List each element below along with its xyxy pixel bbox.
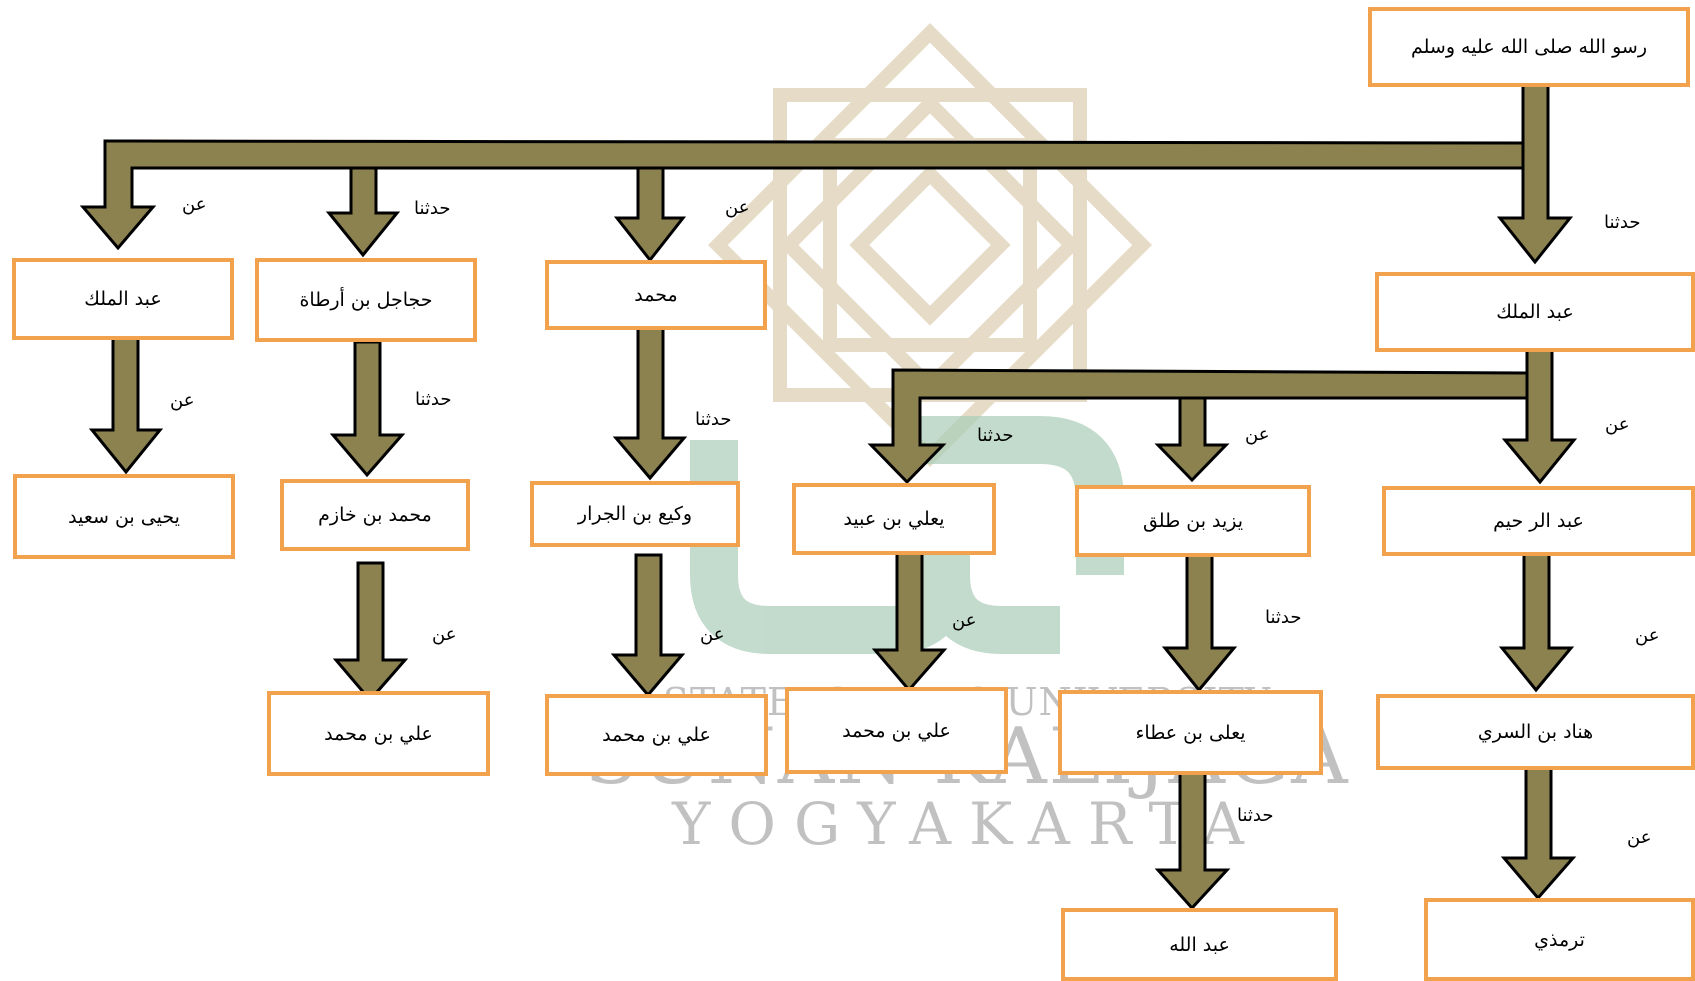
node-ali-muhammad-1: علي بن محمد: [267, 691, 490, 776]
middle-bus-arrow: [867, 368, 1532, 485]
node-hannad: هناد بن السري: [1376, 694, 1695, 770]
label-muhammad-an: عن: [725, 197, 750, 218]
label-yahya-an: عن: [170, 390, 195, 411]
arrow-to-muhammad: [613, 166, 687, 263]
label-abdrahim-an: عن: [1605, 414, 1630, 435]
node-ali-muhammad-3: علي بن محمد: [785, 687, 1008, 774]
label-ali1-an: عن: [432, 624, 457, 645]
node-abd-malik-main-text: عبد الملك: [1496, 301, 1574, 323]
node-yala-ubaid-text: يعلي بن عبيد: [843, 508, 945, 530]
node-ali-muhammad-3-text: علي بن محمد: [842, 719, 951, 742]
node-abd-malik-main: عبد الملك: [1375, 272, 1695, 352]
label-waki-haddathana: حدثنا: [695, 409, 732, 430]
node-prophet: رسو الله صلى الله عليه وسلم: [1368, 7, 1690, 87]
arrow-to-yalaata: [1161, 553, 1238, 693]
arrow-prophet-to-abdmalik: [1496, 80, 1574, 265]
node-yazid-talq-text: يزيد بن طلق: [1142, 510, 1244, 532]
node-waki: وكيع بن الجرار: [530, 481, 740, 547]
arrow-to-hannad: [1498, 551, 1575, 693]
arrow-to-ali2: [610, 553, 686, 698]
node-muhammad-khazim: محمد بن خازم: [280, 479, 470, 551]
node-muhammad-khazim-text: محمد بن خازم: [318, 504, 432, 526]
arrow-to-abdullah: [1154, 771, 1231, 911]
arrow-to-ali1: [332, 561, 409, 703]
arrow-to-ali3: [871, 551, 948, 693]
node-hajjaj-text: حجاجل بن أرطاة: [299, 289, 433, 311]
label-hannad-an: عن: [1635, 625, 1660, 646]
label-hajjaj-haddathana: حدثنا: [414, 198, 451, 219]
arrow-to-hajjaj: [325, 166, 401, 258]
node-abdullah: عبد الله: [1061, 908, 1338, 981]
node-hannad-text: هناد بن السري: [1477, 721, 1594, 743]
label-abdmalik-left-an: عن: [182, 194, 207, 215]
arrow-to-waki: [612, 326, 688, 481]
node-tirmidhi-text: ترمذي: [1534, 928, 1585, 951]
label-khazim-haddathana: حدثنا: [415, 389, 452, 410]
node-muhammad: محمد: [545, 260, 767, 330]
node-waki-text: وكيع بن الجرار: [577, 503, 693, 525]
label-yazid-an: عن: [1245, 424, 1270, 445]
node-abd-malik-left: عبد الملك: [12, 258, 234, 340]
node-ali-muhammad-1-text: علي بن محمد: [324, 722, 433, 745]
node-ali-muhammad-2: علي بن محمد: [545, 694, 768, 776]
node-tirmidhi: ترمذي: [1424, 898, 1695, 981]
node-abd-rahim-text: عبد الر حيم: [1493, 510, 1584, 532]
label-tirmidhi-an: عن: [1627, 827, 1652, 848]
label-main-haddathana: حدثنا: [1604, 212, 1641, 233]
node-yahya-text: يحيى بن سعيد: [68, 505, 180, 528]
arrow-to-yahya: [88, 336, 164, 475]
arrow-to-yazid: [1154, 396, 1230, 483]
arrow-to-tirmidhi: [1500, 766, 1577, 901]
node-abd-rahim: عبد الر حيم: [1382, 486, 1695, 556]
node-muhammad-text: محمد: [634, 284, 678, 306]
arrow-to-khazim: [329, 340, 406, 478]
node-yala-ata-text: يعلى بن عطاء: [1135, 721, 1246, 744]
node-hajjaj: حجاجل بن أرطاة: [255, 258, 477, 342]
node-ali-muhammad-2-text: علي بن محمد: [602, 724, 711, 746]
node-yala-ata: يعلى بن عطاء: [1058, 690, 1323, 775]
node-abdullah-text: عبد الله: [1169, 933, 1230, 956]
node-yala-ubaid: يعلي بن عبيد: [792, 483, 996, 555]
label-ali2-an: عن: [700, 624, 725, 645]
label-yala-ata-haddathana: حدثنا: [1265, 607, 1302, 628]
node-yazid-talq: يزيد بن طلق: [1075, 485, 1311, 557]
node-prophet-text: رسو الله صلى الله عليه وسلم: [1410, 36, 1648, 58]
label-ali3-an: عن: [952, 610, 977, 631]
label-abdullah-haddathana: حدثنا: [1237, 805, 1274, 826]
label-yala-ubaid-haddathana: حدثنا: [977, 425, 1014, 446]
node-abd-malik-left-text: عبد الملك: [84, 288, 162, 310]
node-yahya: يحيى بن سعيد: [13, 474, 235, 559]
top-bus-arrow: [79, 139, 1529, 251]
arrow-to-abdrahim: [1501, 346, 1578, 485]
